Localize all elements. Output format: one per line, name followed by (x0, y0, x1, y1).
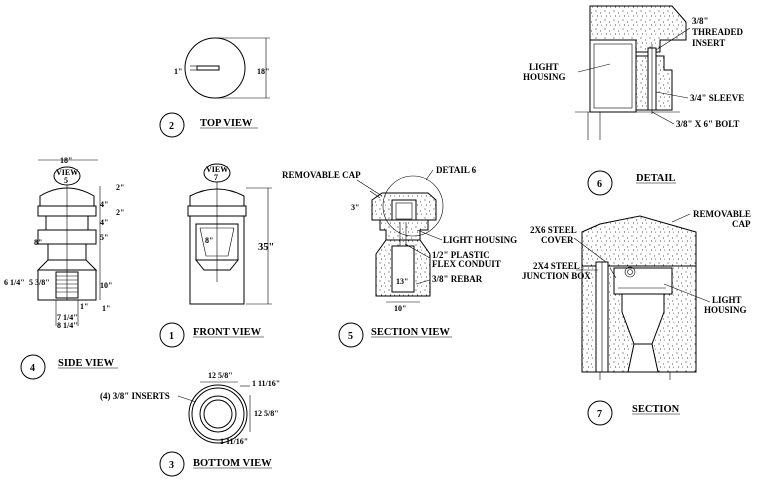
bottom-dim-d: 1 11/16" (220, 437, 248, 446)
detail-light-housing-1: LIGHT (529, 62, 559, 72)
section-removable-cap: REMOVABLE CAP (282, 170, 361, 180)
view-number-circle (159, 112, 185, 138)
view-number-circle (587, 400, 613, 426)
side-dim-5-3-8: 5 3/8" (29, 278, 50, 287)
front-view-number: 1 (169, 331, 174, 342)
top-view-title: TOP VIEW (200, 118, 253, 129)
view-number-circle (159, 322, 185, 348)
section-light-housing: LIGHT HOUSING (443, 235, 517, 245)
side-dim-8-1-4: 8 1/4" (57, 321, 78, 330)
section7-junction-2: JUNCTION BOX (522, 271, 591, 281)
section7-title: SECTION (632, 404, 680, 415)
section7-cover-1: 2X6 STEEL (530, 225, 577, 235)
side-dim-7-1-4: 7 1/4" (57, 313, 78, 322)
section-view-title: SECTION VIEW (371, 327, 450, 338)
front-view: VIEW 7 8" 35" 1 FRONT VIEW (159, 163, 274, 348)
section-view: REMOVABLE CAP DETAIL 6 3" LIGHT HOUSING … (282, 165, 517, 348)
detail-view: LIGHT HOUSING 3/8" THREADED INSERT 3/4" … (523, 5, 744, 196)
view-number-circle (338, 322, 364, 348)
section-dim-13: 13" (396, 277, 408, 286)
front-view-title: FRONT VIEW (193, 327, 262, 338)
bottom-inserts: (4) 3/8" INSERTS (100, 391, 170, 401)
detail-sleeve: 3/4" SLEEVE (690, 93, 744, 103)
side-dim-5: 5" (100, 233, 108, 242)
section7-junction-1: 2X4 STEEL (533, 261, 580, 271)
section-view-number: 5 (348, 331, 353, 342)
side-dim-4a: 4" (100, 200, 108, 209)
bottom-dim-a: 12 5/8" (208, 371, 233, 380)
detail-threaded-1: 3/8" (692, 16, 709, 26)
front-bubble-number: 7 (214, 173, 218, 182)
front-dim-inner: 8" (205, 236, 213, 245)
side-bubble-number: 5 (64, 176, 68, 185)
section7-cover-2: COVER (541, 235, 574, 245)
view-number-circle (20, 354, 46, 380)
side-dim-width: 18" (60, 156, 72, 165)
section-rebar: 3/8" REBAR (432, 274, 483, 284)
view-number-circle (159, 451, 185, 477)
top-dim-diameter: 18" (257, 67, 269, 76)
section7-number: 7 (597, 409, 602, 420)
big-section-view: REMOVABLE CAP 2X6 STEEL COVER 2X4 STEEL … (522, 209, 751, 426)
front-dim-height: 35" (258, 242, 274, 253)
view-number-circle (587, 170, 613, 196)
top-view-number: 2 (169, 121, 174, 132)
detail-threaded-3: INSERT (692, 38, 725, 48)
side-view: VIEW 5 18" 2" 4" 2" 4" 5" 8" 10" 1" 1" 6… (4, 156, 124, 380)
top-view: 18" 1" 2 TOP VIEW (159, 37, 270, 138)
section7-removable-2: CAP (732, 219, 751, 229)
section7-housing-1: LIGHT (712, 295, 742, 305)
side-view-number: 4 (30, 363, 35, 374)
side-dim-1b: 1" (102, 304, 110, 313)
section-dim-10: 10" (394, 304, 406, 313)
side-bubble-label: VIEW (56, 168, 78, 177)
section-conduit-2: FLEX CONDUIT (432, 259, 501, 269)
side-dim-6-1-4: 6 1/4" (4, 278, 25, 287)
front-bubble-label: VIEW (206, 165, 228, 174)
section7-housing-2: HOUSING (704, 305, 747, 315)
bottom-view-title: BOTTOM VIEW (193, 458, 272, 469)
detail-light-housing-2: HOUSING (523, 72, 566, 82)
side-dim-1a: 1" (80, 302, 88, 311)
side-dim-2b: 2" (116, 208, 124, 217)
side-dim-2a: 2" (116, 183, 124, 192)
detail-number: 6 (597, 179, 602, 190)
detail-bolt: 3/8" X 6" BOLT (676, 119, 739, 129)
bottom-dim-c: 12 5/8" (254, 409, 279, 418)
detail-title: DETAIL (636, 173, 675, 184)
side-dim-8: 8" (34, 238, 42, 247)
section-detail-6: DETAIL 6 (436, 165, 477, 175)
section-dim-3: 3" (351, 203, 359, 212)
detail-threaded-2: THREADED (692, 27, 744, 37)
bottom-view: 12 5/8" 1 11/16" 12 5/8" 1 11/16" (4) 3/… (100, 371, 280, 477)
bottom-dim-b: 1 11/16" (252, 379, 280, 388)
bottom-view-number: 3 (169, 460, 174, 471)
top-dim-slot: 1" (174, 67, 182, 76)
side-dim-4b: 4" (100, 218, 108, 227)
section-conduit-1: 1/2" PLASTIC (432, 250, 490, 260)
section7-removable-1: REMOVABLE (693, 209, 751, 219)
side-view-title: SIDE VIEW (58, 358, 115, 369)
side-dim-10: 10" (100, 281, 112, 290)
